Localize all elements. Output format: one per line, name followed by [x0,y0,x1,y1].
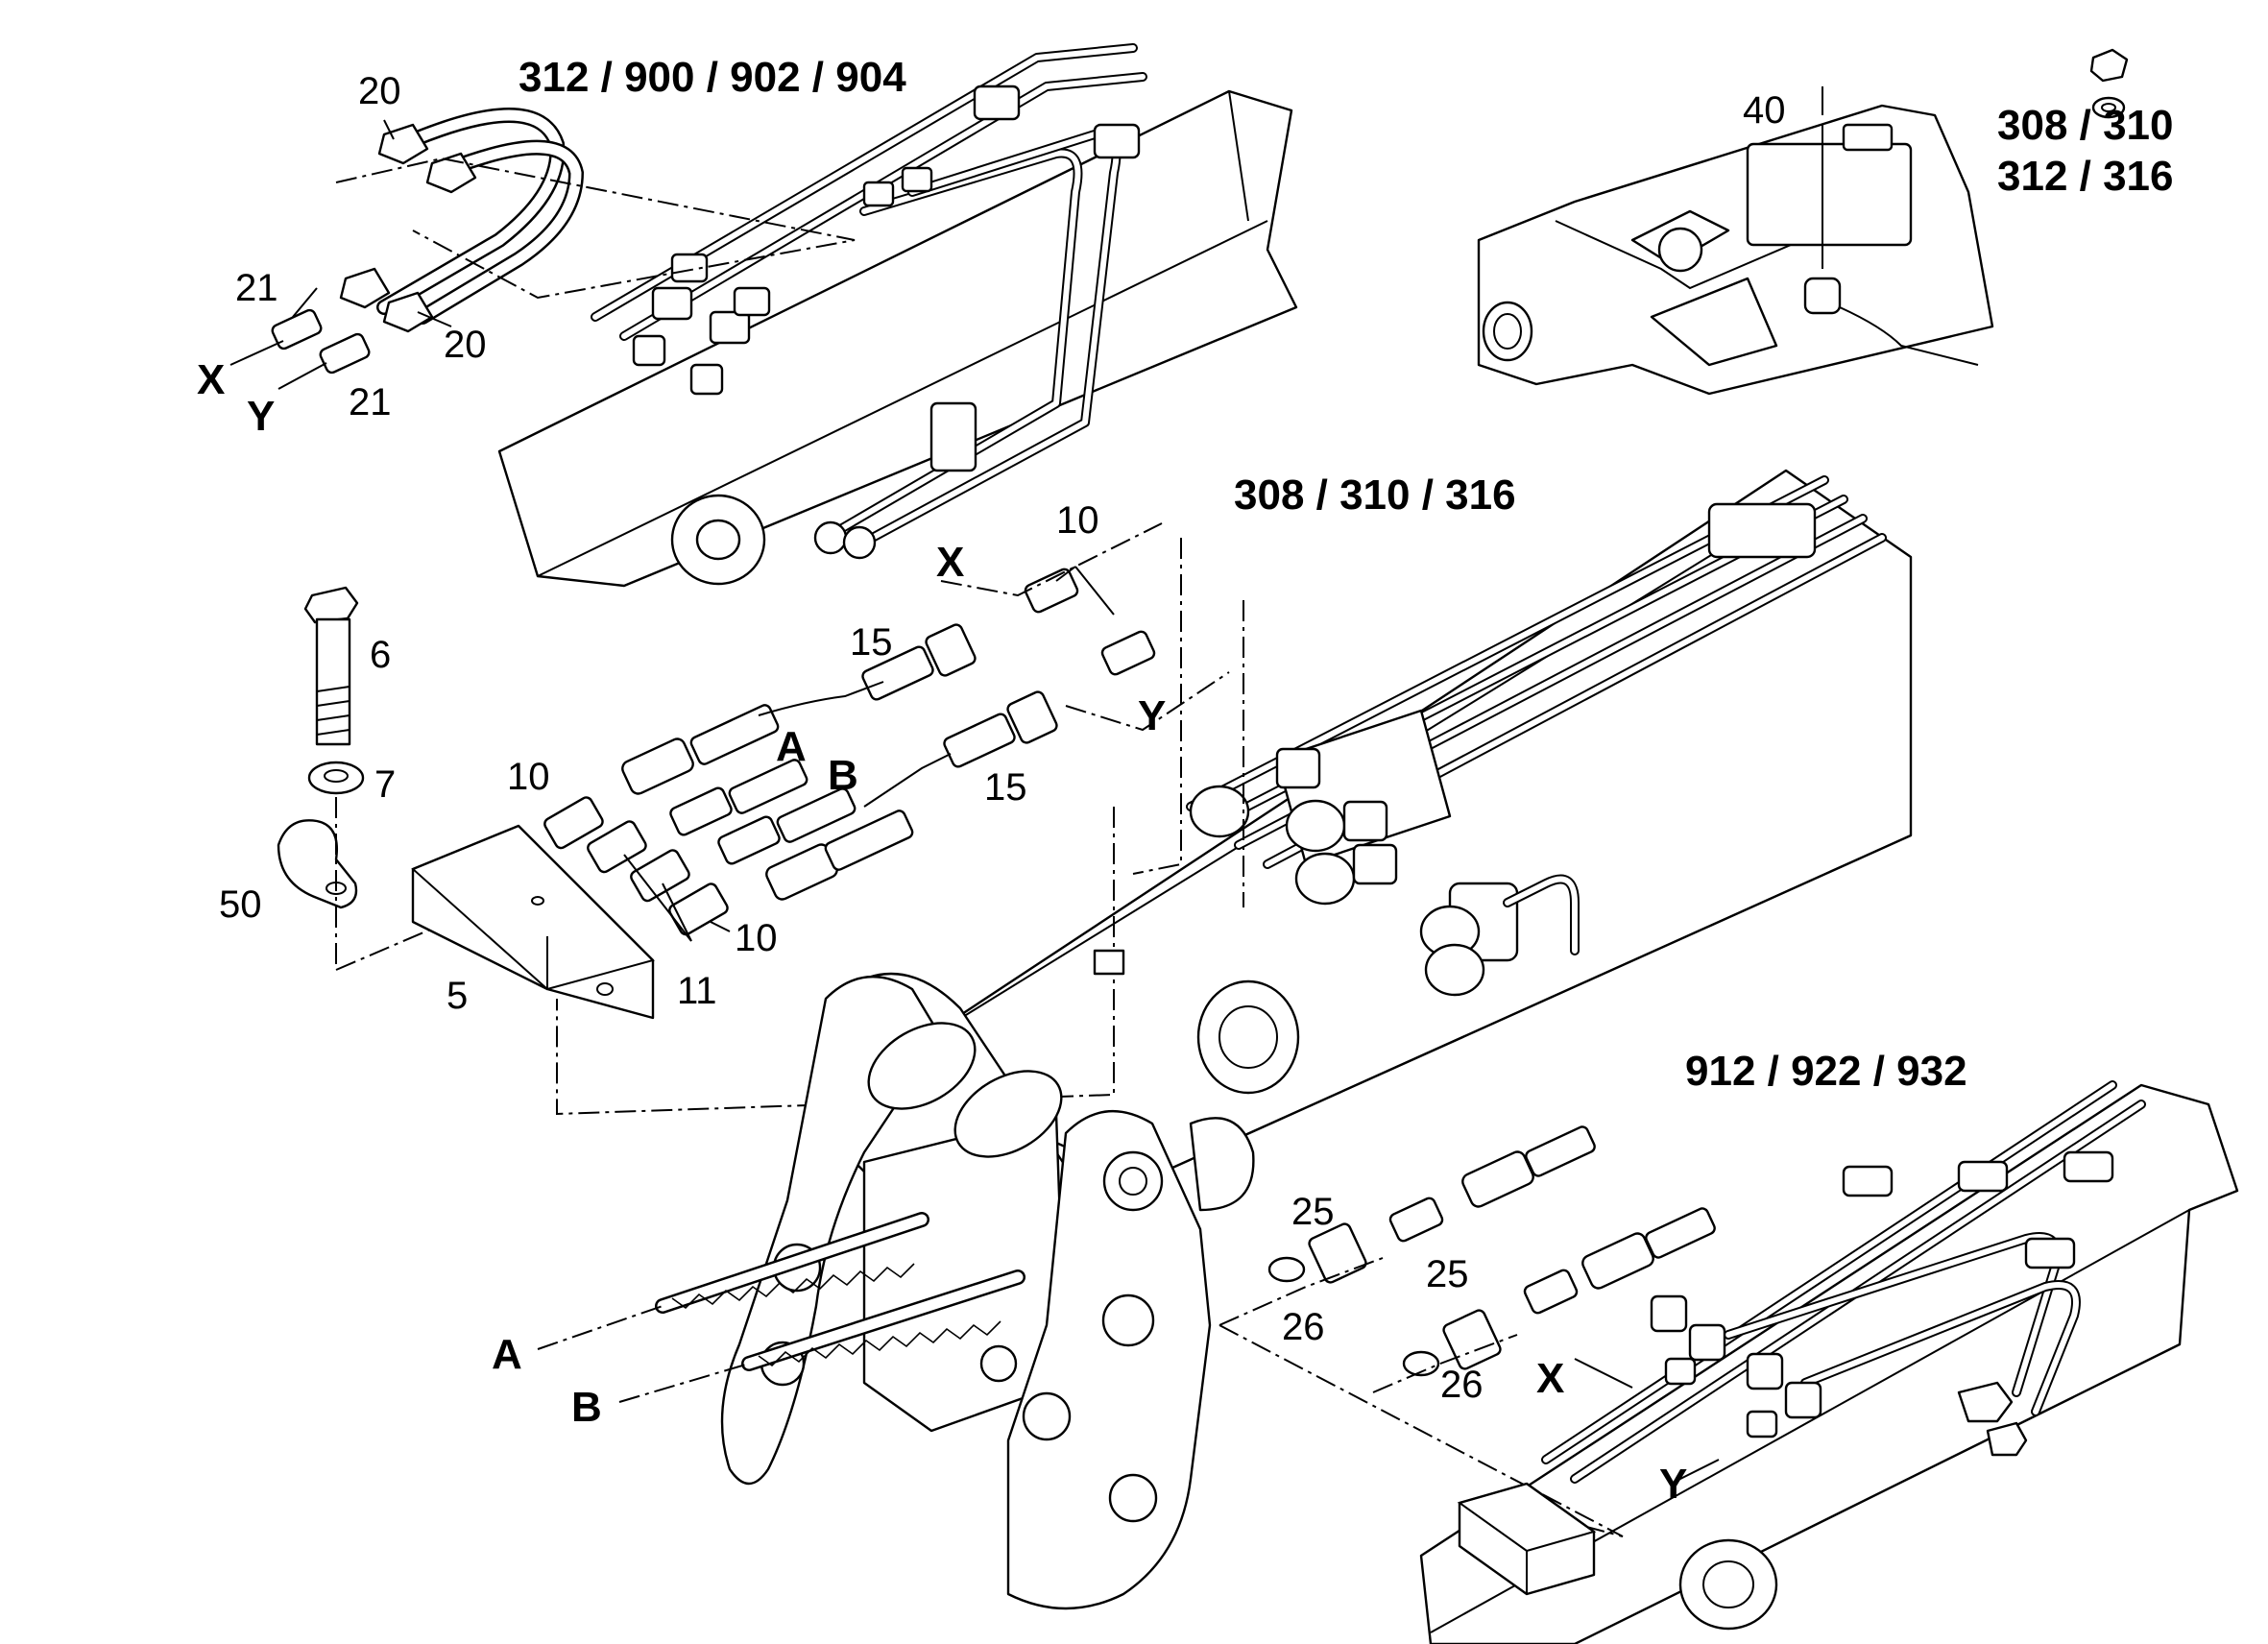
arm-assembly-center [335,469,1913,1183]
boom-assembly-bottom-right [1218,1080,2239,1644]
callout-25-bottom: 25 [1426,1253,1469,1295]
callout-11: 11 [677,970,717,1012]
port-y-center: Y [1138,692,1166,739]
variant-label-center: 308 / 310 / 316 [1234,471,1516,519]
callout-21-right: 21 [349,381,392,423]
port-a-center: A [776,723,807,770]
port-y-bottom: Y [1659,1461,1687,1508]
port-letters: X Y X Y A B A B X Y [197,356,1687,1508]
callout-5: 5 [446,975,468,1017]
hose-a-label: A [492,1331,522,1378]
boom-assembly-top-left [229,43,1298,588]
callout-20-bottom: 20 [444,324,487,366]
callout-6: 6 [370,634,391,676]
cab-detail-top-right [1477,48,2129,396]
port-x-bottom: X [1536,1355,1564,1402]
callout-26-top: 26 [1282,1306,1325,1348]
callout-15-bottom: 15 [984,766,1027,809]
callout-10-top: 10 [1056,499,1099,542]
callout-21-left: 21 [235,267,278,309]
callout-26-bottom: 26 [1440,1364,1484,1406]
callout-7: 7 [374,763,396,806]
part-callouts: 20 20 21 21 40 6 7 50 5 10 10 10 11 15 1… [219,70,1786,1406]
callout-10-bottom: 10 [735,917,778,959]
port-x-top: X [197,356,225,403]
callout-20-top: 20 [358,70,401,112]
callout-25-top: 25 [1291,1191,1335,1233]
port-b-center: B [828,752,858,799]
callout-15-top: 15 [850,621,893,664]
quick-coupler [537,972,1255,1610]
callout-10-left: 10 [507,756,550,798]
variant-labels: 312 / 900 / 902 / 904 308 / 310 312 / 31… [519,54,2174,1095]
port-y-top: Y [247,393,275,440]
hose-b-label: B [571,1384,602,1431]
variant-label-bottom-right: 912 / 922 / 932 [1685,1048,1967,1095]
port-x-center: X [936,539,964,586]
variant-label-top-right-2: 312 / 316 [1997,153,2174,200]
variant-label-top-left: 312 / 900 / 902 / 904 [519,54,906,101]
callout-50: 50 [219,883,262,926]
callout-40: 40 [1743,89,1786,132]
exploded-parts-left [277,522,1230,1020]
variant-label-top-right-1: 308 / 310 [1997,102,2174,149]
